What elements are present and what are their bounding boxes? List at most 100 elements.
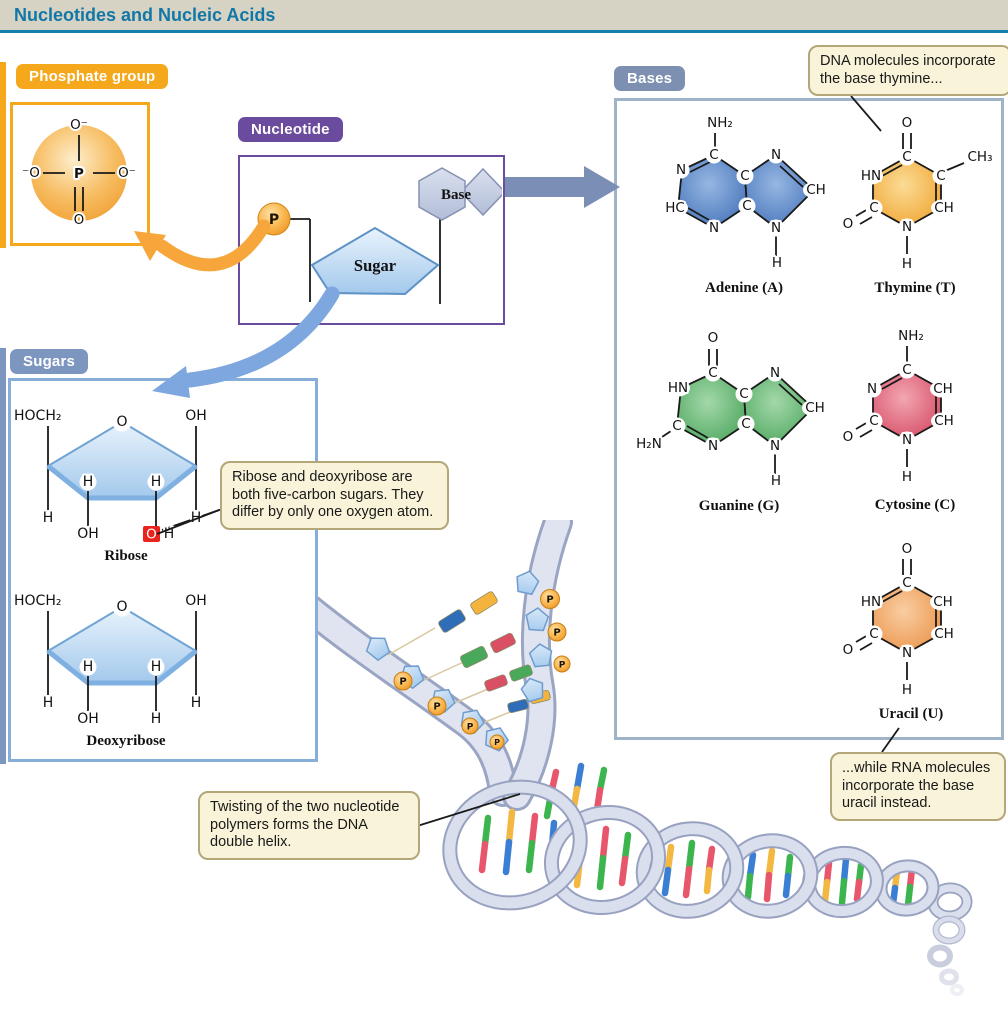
sugar-pentagon-shape (310, 226, 440, 296)
atom-label: N (676, 162, 686, 178)
sugars-label: Sugars (10, 349, 89, 374)
atom-label: O (116, 414, 127, 430)
molecule-name: Ribose (104, 548, 148, 564)
guanine-structure: O C HN C N C C N CH N H H₂N Guanine (G) (634, 328, 827, 514)
atom-label: C (869, 200, 878, 216)
sugars-panel (8, 378, 318, 762)
atom-label: O (146, 527, 157, 543)
helix-coil (442, 779, 973, 996)
atom-label: OH (77, 711, 99, 727)
atom-label: H (902, 256, 912, 272)
atom-label: H (83, 659, 94, 675)
dna-helix-illustration: P P P P P P P (300, 520, 973, 996)
atom-label: C (869, 413, 878, 429)
atom-label: C (902, 575, 911, 591)
atom-label: C (672, 418, 681, 434)
atom-label: H (164, 526, 175, 542)
atom-label: H (771, 473, 781, 489)
molecule-name: Cytosine (C) (875, 497, 955, 513)
atom-label: HN (861, 594, 881, 610)
atom-label: C (740, 168, 749, 184)
atom-label: HOCH₂ (14, 408, 61, 424)
atom-label: HN (861, 168, 881, 184)
phosphate-p-label: P (269, 212, 279, 228)
atom-label: NH₂ (707, 115, 733, 131)
atom-label: H (151, 711, 162, 727)
atom-label: H (191, 510, 202, 526)
phosphate-p-label: P (433, 702, 440, 713)
title-bar: Nucleotides and Nucleic Acids (0, 0, 1008, 33)
phosphate-p-label: P (467, 723, 474, 733)
atom-label: H (43, 510, 54, 526)
atom-label: O (902, 115, 913, 131)
atom-label: N (902, 432, 912, 448)
atom-label: C (902, 149, 911, 165)
atom-label: O⁻ (118, 165, 136, 181)
helix-tail (927, 915, 966, 996)
highlighted-oxygen-box (143, 526, 160, 542)
atom-label: H₂N (636, 436, 662, 452)
atom-label: N (709, 220, 719, 236)
atom-label: H (43, 695, 54, 711)
phosphate-molecule: P O⁻ ⁻O O⁻ O (20, 115, 138, 230)
uracil-structure: O C HN C O CH CH N H Uracil (U) (841, 539, 956, 722)
uracil-note-callout: ...while RNA molecules incorporate the b… (830, 752, 1006, 822)
phosphate-p-label: P (399, 677, 406, 688)
atom-label: N (867, 381, 877, 397)
atom-label: CH₃ (968, 149, 993, 165)
atom-label: N (902, 645, 912, 661)
atom-label: N (770, 438, 780, 454)
atom-label: O (74, 212, 85, 228)
atom-label: C (869, 626, 878, 642)
thymine-note-callout: DNA molecules incorporate the base thymi… (808, 45, 1008, 97)
backbone-phosphates: P P P P P P P (393, 589, 571, 750)
atom-label: N (902, 219, 912, 235)
atom-label: H (151, 474, 162, 490)
atom-label: P (74, 166, 84, 182)
base-shape-label: Base (441, 187, 471, 203)
atom-label: CH (934, 413, 954, 429)
atom-label: CH (933, 381, 953, 397)
phosphate-p-label: P (553, 628, 560, 639)
phosphate-p-label: P (494, 738, 500, 747)
atom-label: C (936, 168, 945, 184)
atom-label: H (902, 469, 912, 485)
atom-label: C (902, 362, 911, 378)
atom-label: CH (805, 400, 825, 416)
thymine-structure: O C HN C O C CH N H CH₃ Thymine (T) (841, 113, 995, 296)
bases-label: Bases (614, 66, 686, 91)
page-title: Nucleotides and Nucleic Acids (14, 5, 276, 25)
atom-label: CH (806, 182, 826, 198)
cytosine-structure: NH₂ C N C O CH CH N H Cytosine (C) (841, 326, 956, 513)
molecule-name: Guanine (G) (699, 498, 779, 514)
atom-label: O (902, 541, 913, 557)
atom-label: N (771, 147, 781, 163)
atom-label: CH (934, 200, 954, 216)
phosphate-group-label: Phosphate group (16, 64, 169, 89)
adenine-structure: NH₂ C N HC N C C N CH N H Adenine (A) (663, 113, 828, 296)
atom-label: ⁻O (22, 165, 40, 181)
atom-label: OH (185, 408, 207, 424)
sugars-accent-bar (0, 348, 6, 764)
unwound-strands (300, 520, 573, 811)
atom-label: O (843, 429, 854, 445)
molecule-name: Uracil (U) (879, 706, 944, 722)
deoxyribose-structure: HOCH₂ O OH H H H H OH H Deoxyribose (12, 591, 209, 749)
base-to-bases-arrow (505, 166, 620, 208)
base-pair-links (387, 627, 516, 726)
nucleotide-label: Nucleotide (238, 117, 343, 142)
atom-label: N (708, 438, 718, 454)
phosphate-p-label: P (559, 661, 566, 671)
atom-label: HC (665, 200, 685, 216)
atom-label: NH₂ (898, 328, 924, 344)
atom-label: CH (933, 594, 953, 610)
atom-label: N (771, 220, 781, 236)
atom-label: OH (185, 593, 207, 609)
atom-label: OH (77, 526, 99, 542)
atom-label: N (770, 365, 780, 381)
molecule-name: Thymine (T) (874, 280, 955, 296)
base-diamond-shape (459, 167, 502, 217)
atom-label: C (741, 416, 750, 432)
atom-label: O⁻ (70, 117, 88, 133)
